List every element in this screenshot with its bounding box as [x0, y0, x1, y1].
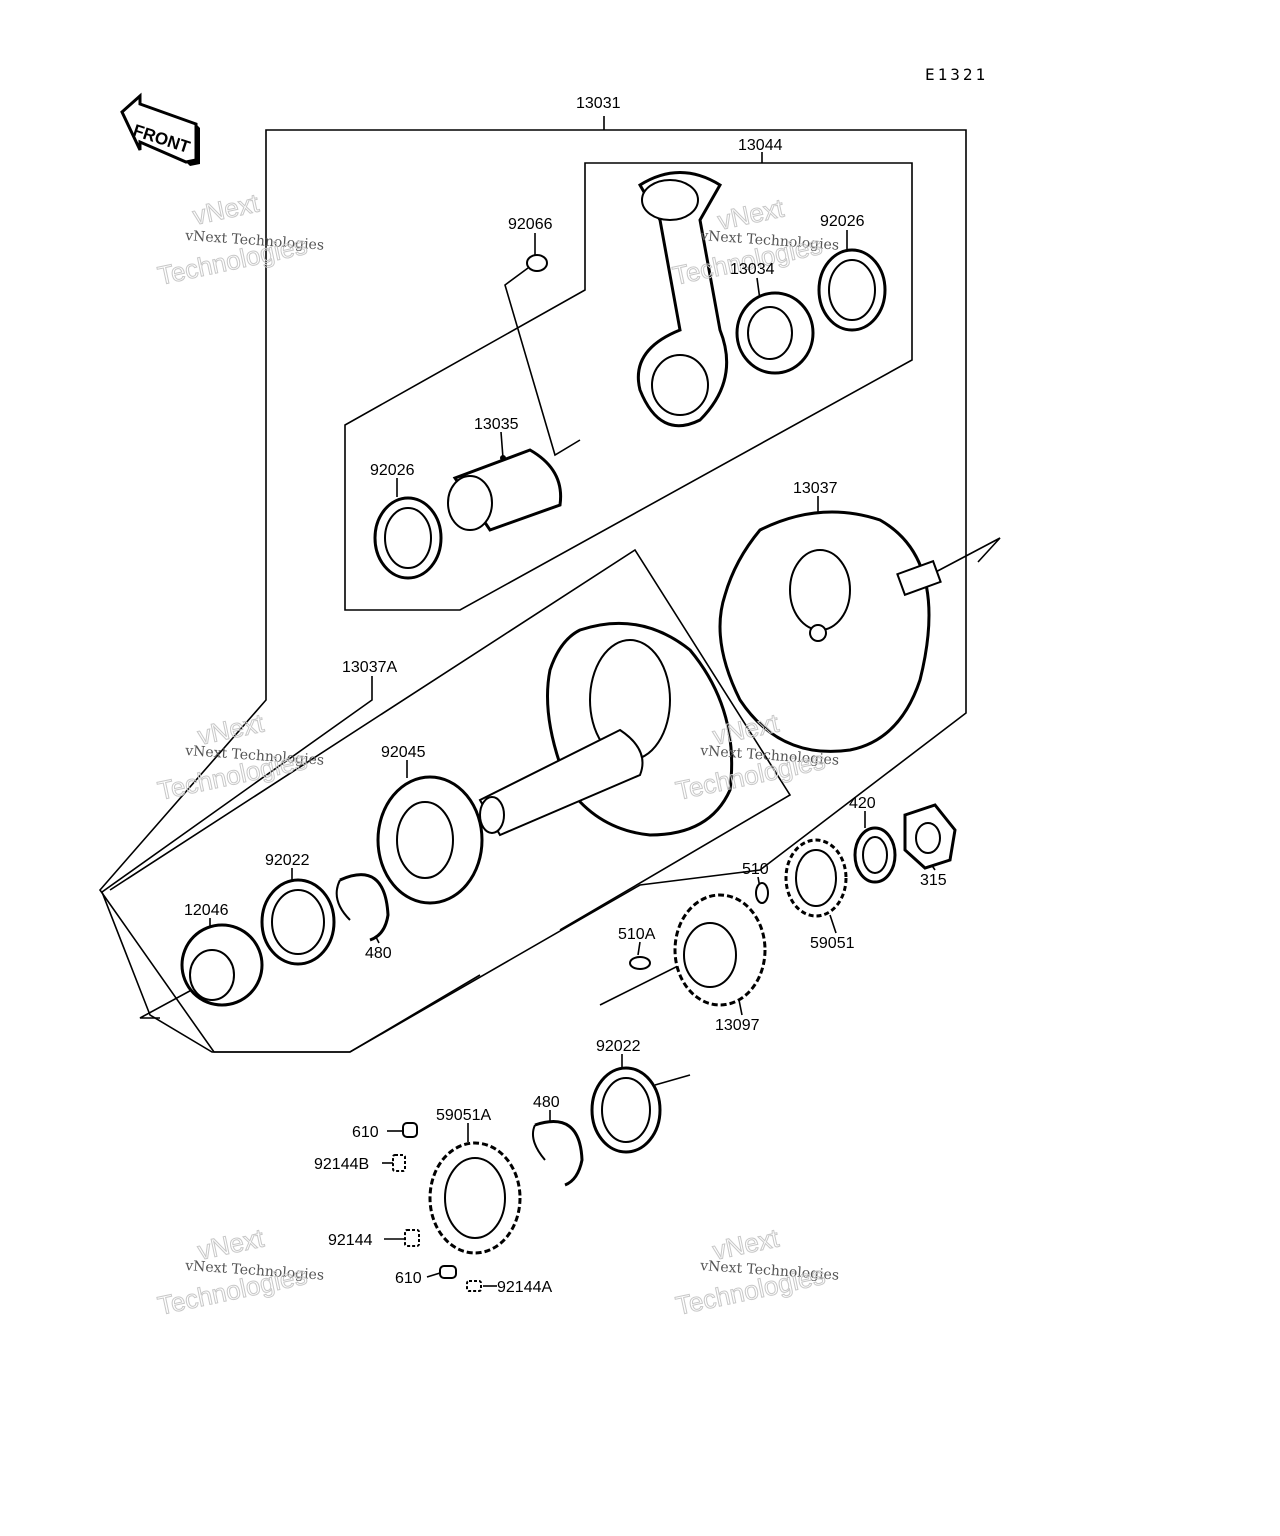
label-510A: 510A — [618, 926, 656, 943]
part-92022-shim-left — [260, 878, 336, 966]
label-13037: 13037 — [793, 480, 838, 497]
part-92144A-spring — [466, 1280, 482, 1292]
boundary-13044 — [344, 152, 913, 611]
label-92144B: 92144B — [314, 1156, 369, 1173]
part-92026-shim-top — [817, 248, 887, 332]
label-13097: 13097 — [715, 1017, 760, 1034]
part-610-pin-bottom — [439, 1265, 457, 1279]
part-315-nut — [903, 803, 957, 870]
watermark-bottom-left: vNext vNext Technologies Technologies — [155, 1222, 325, 1321]
part-510A-key — [629, 956, 651, 970]
label-13037A: 13037A — [342, 659, 397, 676]
label-92066: 92066 — [508, 216, 553, 233]
part-510-key — [755, 882, 769, 904]
label-13035: 13035 — [474, 416, 519, 433]
part-92026-shim-bottom — [373, 496, 443, 580]
watermark-top-left: vNext vNext Technologies Technologies — [155, 187, 325, 291]
label-480-bottom: 480 — [533, 1094, 560, 1111]
part-610-pin-top — [402, 1122, 418, 1138]
label-13044: 13044 — [738, 137, 783, 154]
watermark-bottom-right: vNext vNext Technologies Technologies — [673, 1222, 840, 1321]
part-92066-cap — [526, 254, 548, 272]
part-480-circlip-bottom — [532, 1120, 584, 1187]
svg-text:vNext: vNext — [190, 188, 262, 231]
label-92026-top: 92026 — [820, 213, 865, 230]
diagram-code: E1321 — [925, 65, 988, 84]
watermark-mid-left: vNext vNext Technologies Technologies — [155, 707, 325, 806]
part-92022-shim-bottom — [590, 1066, 662, 1154]
label-59051: 59051 — [810, 935, 855, 952]
label-92144: 92144 — [328, 1232, 373, 1249]
part-420-washer — [853, 826, 897, 884]
part-59051-gear — [784, 838, 848, 918]
label-92026-bottom: 92026 — [370, 462, 415, 479]
part-92045-ball-bearing — [376, 775, 484, 905]
label-92144A: 92144A — [497, 1279, 552, 1296]
label-610-top: 610 — [352, 1124, 379, 1141]
part-92144B-spring — [392, 1154, 406, 1172]
label-315: 315 — [920, 872, 947, 889]
front-arrow-icon: FRONT — [120, 92, 200, 166]
part-13097-gear — [673, 893, 767, 1007]
boundary-13037A — [101, 676, 481, 1053]
part-13037A-crankshaft-half-left — [478, 621, 734, 837]
part-480-circlip-left — [335, 873, 390, 942]
label-12046: 12046 — [184, 902, 229, 919]
label-59051A: 59051A — [436, 1107, 491, 1124]
part-13037-crankshaft-half-right — [718, 510, 942, 753]
label-480-left: 480 — [365, 945, 392, 962]
part-13035-crank-pin — [447, 448, 563, 532]
label-92045: 92045 — [381, 744, 426, 761]
label-420: 420 — [849, 795, 876, 812]
part-92144-spring — [404, 1229, 420, 1247]
part-13044-connecting-rod — [636, 171, 729, 428]
label-610-bottom: 610 — [395, 1270, 422, 1287]
part-12046-sprocket — [180, 923, 264, 1007]
label-92022-bottom: 92022 — [596, 1038, 641, 1055]
part-13034-needle-bearing — [735, 291, 815, 375]
label-510: 510 — [742, 861, 769, 878]
part-59051A-gear — [428, 1141, 522, 1255]
label-13031: 13031 — [576, 95, 621, 112]
label-92022-left: 92022 — [265, 852, 310, 869]
label-13034: 13034 — [730, 261, 775, 278]
